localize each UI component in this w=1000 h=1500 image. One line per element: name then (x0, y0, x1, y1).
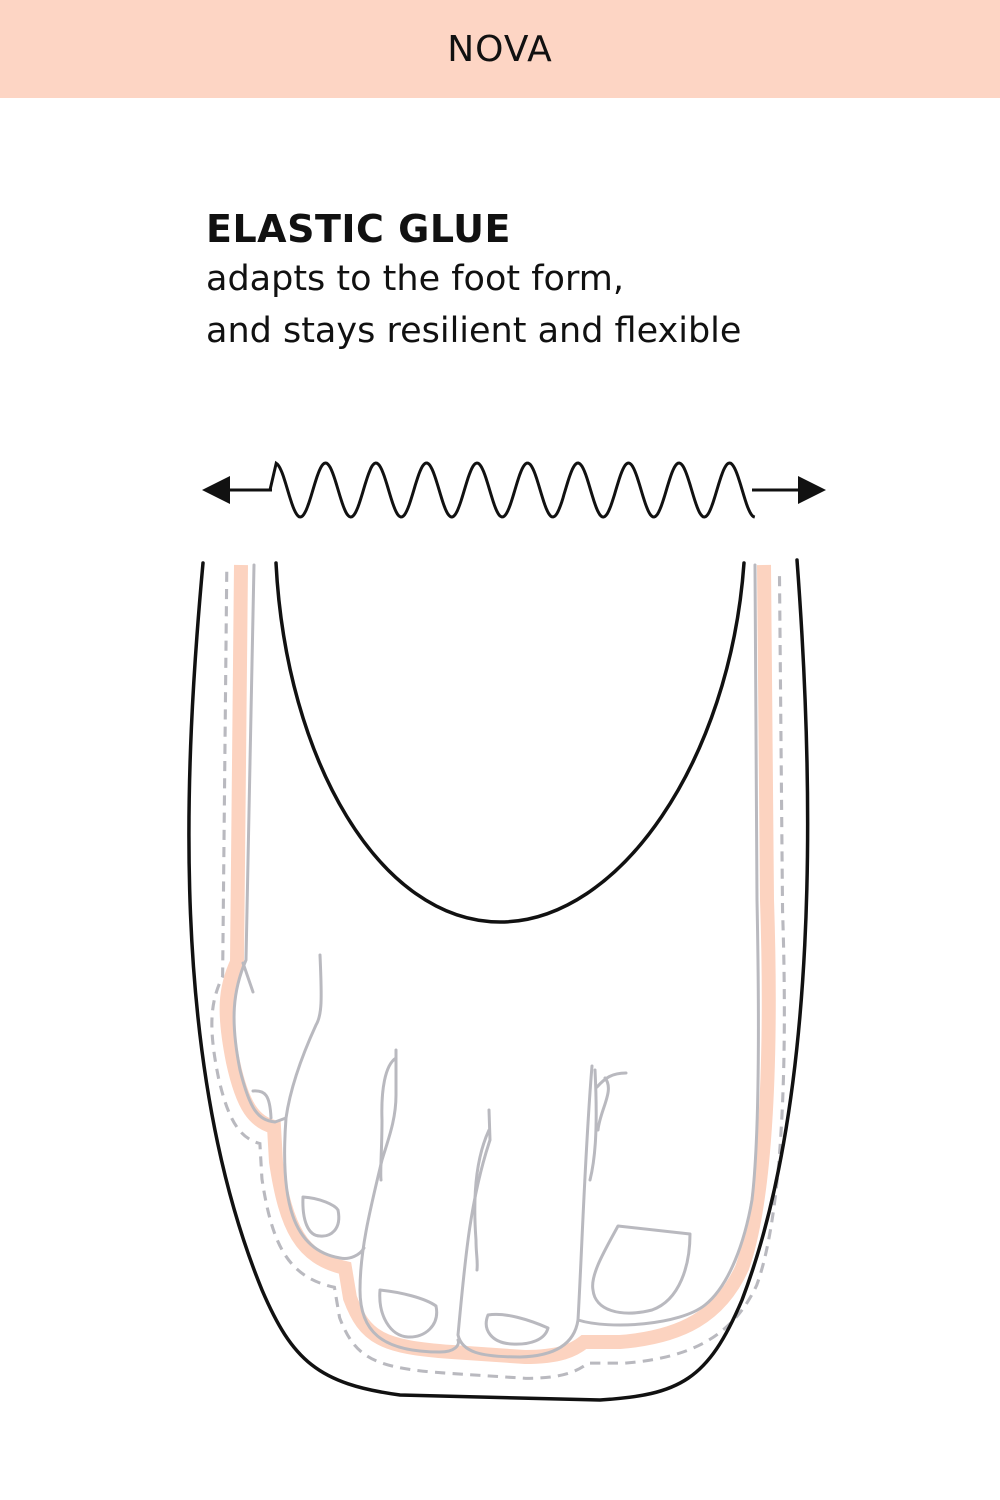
brand-name: NOVA (447, 28, 553, 70)
shoe-outline (187, 558, 810, 1402)
glue-band (219, 564, 776, 1365)
shoe-sole-outline (187, 558, 810, 1402)
feature-line-1: adapts to the foot form, (206, 259, 624, 299)
glue-dashed-edge (210, 571, 786, 1380)
stretch-arrow-icon (202, 460, 826, 519)
glue-layer (210, 564, 786, 1380)
shoe-opening (274, 561, 746, 924)
foot-outline (232, 563, 760, 1359)
header-bar: NOVA (0, 0, 1000, 98)
feature-line-2: and stays resilient and flexible (206, 311, 742, 351)
elastic-wave (268, 460, 756, 519)
feature-description: ELASTIC GLUE adapts to the foot form, an… (206, 205, 741, 357)
feature-title: ELASTIC GLUE (206, 207, 511, 251)
